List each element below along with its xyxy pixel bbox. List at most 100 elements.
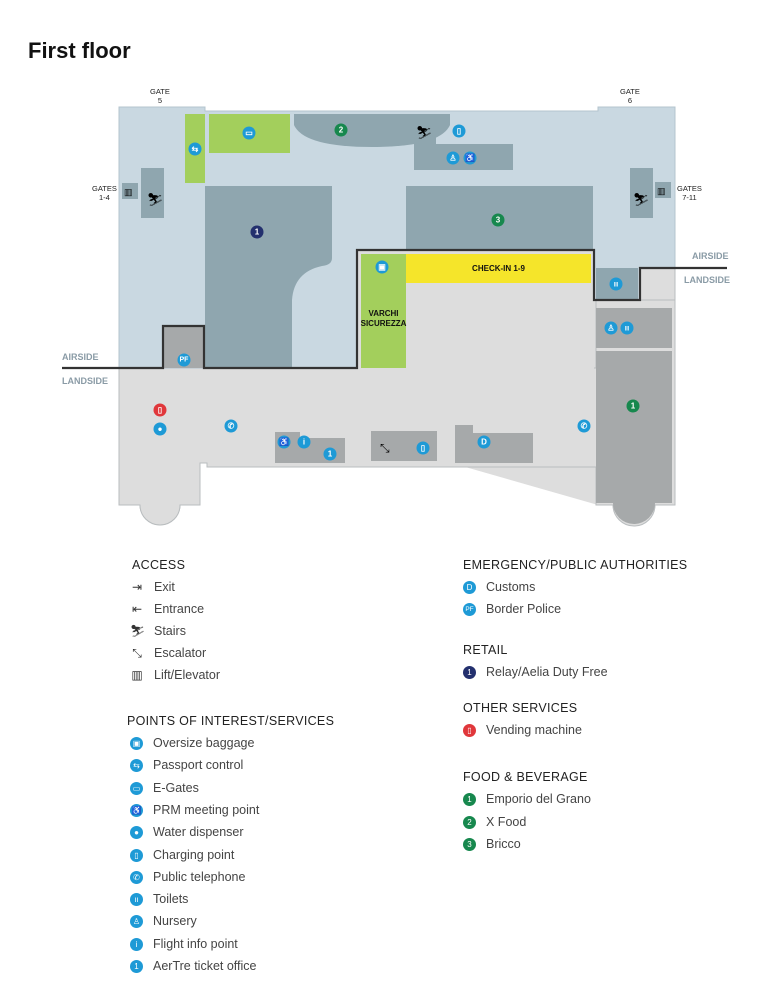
legend-nursery: ♙Nursery [130, 914, 197, 928]
pin-relay-duty-free[interactable]: 1 [250, 225, 264, 239]
stairs-icon: ⛷ [416, 125, 433, 140]
ticket-office-icon: 1 [130, 959, 143, 973]
airside-landside-boundary [62, 248, 727, 370]
legend-oversize-baggage: ▣Oversize baggage [130, 736, 254, 750]
pin-bricco[interactable]: 3 [491, 213, 505, 227]
legend-retail-title: RETAIL [463, 643, 508, 657]
gate-5-label: GATE 5 [150, 87, 170, 105]
gates-7-11-label: GATES 7-11 [677, 184, 702, 202]
entrance-icon: ⇤ [131, 602, 143, 616]
legend-passport-control: ⇆Passport control [130, 758, 243, 772]
stairs-right-block [630, 168, 653, 218]
lift-left [122, 183, 138, 199]
landside-left-wing [118, 367, 599, 526]
gates-1-4-label: GATES 1-4 [92, 184, 117, 202]
border-police-icon: PF [463, 602, 476, 616]
exit-icon: ⇥ [131, 580, 143, 594]
page-title: First floor [28, 38, 131, 63]
escalator-icon: ⤡ [380, 441, 390, 455]
stairs-icon: ⛷ [633, 192, 650, 207]
food-2-icon: 2 [463, 815, 476, 829]
passport-control-icon: ⇆ [130, 758, 143, 772]
nursery-icon[interactable]: ♙ [604, 321, 618, 335]
vending-machine-icon[interactable]: ▯ [153, 403, 167, 417]
landside-label-left: LANDSIDE [62, 376, 109, 386]
legend-water: ●Water dispenser [130, 825, 244, 839]
check-in-area [406, 254, 591, 283]
nursery-icon: ♙ [130, 914, 143, 928]
vending-machine-icon: ▯ [463, 723, 476, 737]
prm-meeting-point-icon[interactable]: ♿ [277, 435, 291, 449]
public-telephone-icon[interactable]: ✆ [224, 419, 238, 433]
pin-border-police[interactable]: PF [177, 353, 191, 367]
landside-label-right: LANDSIDE [684, 275, 731, 285]
gate-6-label: GATE 6 [620, 87, 640, 105]
toilets-icon[interactable]: ♿ [463, 151, 477, 165]
legend-vending: ▯Vending machine [463, 723, 582, 737]
food-1-icon: 1 [463, 792, 476, 806]
security-label: VARCHI SICUREZZA [360, 309, 407, 328]
pin-emporio-del-grano[interactable]: 1 [626, 399, 640, 413]
legend-emergency-title: EMERGENCY/PUBLIC AUTHORITIES [463, 558, 688, 572]
legend-access-title: ACCESS [132, 558, 186, 572]
customs-icon: D [463, 580, 476, 594]
prm-icon: ♿ [130, 803, 143, 817]
services-block-top [414, 118, 513, 170]
elevator-icon: ▥ [657, 186, 666, 196]
public-telephone-icon: ✆ [130, 870, 143, 884]
oversize-baggage-icon[interactable]: ▣ [375, 260, 389, 274]
e-gates-icon[interactable]: ▭ [242, 126, 256, 140]
customs-block [455, 425, 533, 463]
oversize-baggage-icon: ▣ [130, 736, 143, 750]
shop-emporio-del-grano [596, 351, 672, 524]
passport-control-icon[interactable]: ⇆ [188, 142, 202, 156]
escalator-icon: ⤡ [132, 646, 142, 660]
e-gates-icon: ▭ [130, 781, 143, 795]
public-telephone-icon[interactable]: ✆ [577, 419, 591, 433]
pin-aertre-ticket-office[interactable]: 1 [323, 447, 337, 461]
airside-label-left: AIRSIDE [62, 352, 99, 362]
charging-point-icon[interactable]: ▯ [416, 441, 430, 455]
stairs-icon: ⛷ [130, 624, 146, 638]
legend-charging: ▯Charging point [130, 848, 234, 862]
charging-point-icon: ▯ [130, 848, 143, 862]
elevator-icon: ▥ [131, 668, 143, 682]
check-in-label: CHECK-IN 1-9 [472, 264, 525, 273]
legend-other-title: OTHER SERVICES [463, 701, 578, 715]
pin-x-food[interactable]: 2 [334, 123, 348, 137]
nursery-icon[interactable]: ♙ [446, 151, 460, 165]
lift-right [655, 182, 671, 198]
toilets-icon[interactable]: ıı [620, 321, 634, 335]
legend-exit: ⇥Exit [131, 580, 175, 594]
water-dispenser-icon[interactable]: ● [153, 422, 167, 436]
legend-poi-title: POINTS OF INTEREST/SERVICES [127, 714, 335, 728]
legend-food-title: FOOD & BEVERAGE [463, 770, 588, 784]
legend-telephone: ✆Public telephone [130, 870, 245, 884]
legend-escalator: ⤡Escalator [130, 646, 206, 660]
legend-lift: ▥Lift/Elevator [131, 668, 221, 682]
pin-customs[interactable]: D [477, 435, 491, 449]
stairs-left-block [141, 168, 164, 218]
food-3-icon: 3 [463, 837, 476, 851]
flight-info-icon: i [130, 937, 143, 951]
shop-x-food [294, 114, 450, 147]
retail-1-icon: 1 [463, 665, 476, 679]
legend-entrance: ⇤Entrance [131, 602, 205, 616]
shop-relay-duty-free [205, 186, 332, 368]
water-dispenser-icon: ● [130, 825, 143, 839]
toilets-icon: ıı [130, 892, 143, 906]
toilets-icon[interactable]: ıı [609, 277, 623, 291]
airside-label-right: AIRSIDE [692, 251, 729, 261]
charging-point-icon[interactable]: ▯ [452, 124, 466, 138]
stairs-icon: ⛷ [147, 192, 164, 207]
legend-e-gates: ▭E-Gates [130, 781, 199, 795]
flight-info-point-icon[interactable]: i [297, 435, 311, 449]
